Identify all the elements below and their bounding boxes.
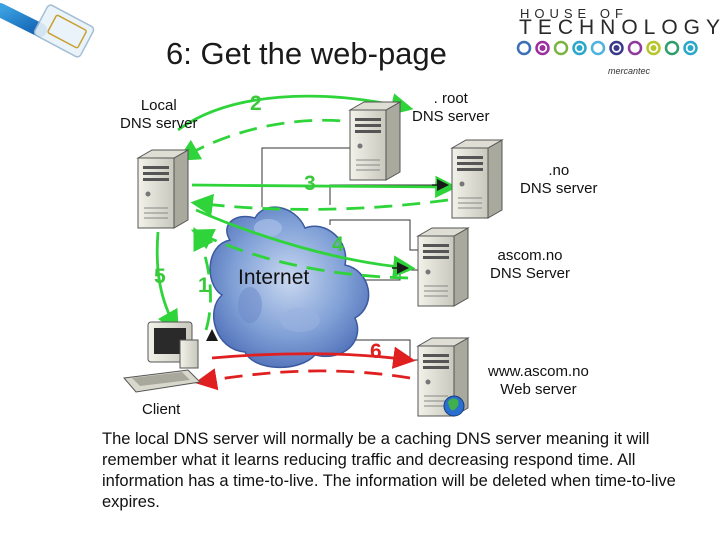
root-dns-label: . root DNS server xyxy=(412,90,490,126)
internet-cloud xyxy=(209,206,370,369)
ethernet-cable-icon xyxy=(0,3,95,58)
slide-title: 6: Get the web-page xyxy=(166,36,447,71)
step-number-6: 6 xyxy=(370,340,382,363)
logo-dot xyxy=(646,40,661,56)
arrow-step-2-reply xyxy=(177,118,369,161)
web-server-label-line1: www.ascom.no xyxy=(488,363,589,380)
link-arrows xyxy=(206,179,449,341)
step-number-1: 1 xyxy=(198,274,210,297)
web-arrows xyxy=(194,346,416,391)
step-number-4: 4 xyxy=(332,233,344,256)
logo-subline: mercantec xyxy=(608,66,651,76)
root-dns-label-line2: DNS server xyxy=(412,108,490,125)
local-dns-label-line1: Local xyxy=(140,97,177,114)
root-dns-label-line1: . root xyxy=(433,90,468,107)
arrow-step-6-request xyxy=(211,346,416,369)
globe-icon xyxy=(443,395,465,417)
logo-line1: HOUSE OF xyxy=(520,6,628,21)
logo-dot-center xyxy=(576,45,583,51)
client-label: Client xyxy=(142,401,181,418)
logo-dot xyxy=(516,40,532,56)
no-dns-server-icon xyxy=(450,139,504,219)
web-server-label: www.ascom.no Web server xyxy=(488,363,589,399)
description-text: The local DNS server will normally be a … xyxy=(102,430,676,511)
ascom-dns-label: ascom.no DNS Server xyxy=(490,247,570,283)
arrow-step-4-request xyxy=(195,208,416,278)
ascom-dns-label-line2: DNS Server xyxy=(490,265,571,282)
arrow-step-3-request xyxy=(191,175,458,198)
step-number-2: 2 xyxy=(250,92,262,115)
logo-line2: TECHNOLOGY xyxy=(519,16,720,39)
logo-dot xyxy=(683,40,698,56)
local-dns-label: Local DNS server xyxy=(120,97,198,133)
logo-dot xyxy=(609,40,624,56)
no-dns-label-line2: DNS server xyxy=(520,180,598,197)
logo-dot xyxy=(572,40,587,56)
logo-dot xyxy=(535,40,550,56)
local-dns-server-icon xyxy=(136,149,190,229)
client-computer-icon xyxy=(123,321,202,393)
web-server-label-line2: Web server xyxy=(500,381,577,398)
step-number-5: 5 xyxy=(154,265,166,288)
no-dns-label-line1: .no xyxy=(548,162,570,179)
internet-label: Internet xyxy=(238,266,310,289)
arrow-step-6-reply xyxy=(194,368,411,391)
ascom-dns-label-line1: ascom.no xyxy=(497,247,563,264)
logo-dot xyxy=(627,40,643,56)
arrow-step-3-reply xyxy=(190,193,449,217)
logo-dot-center xyxy=(687,45,694,51)
step-number-3: 3 xyxy=(304,172,316,195)
logo-dot-center xyxy=(613,45,620,51)
logo-dot xyxy=(553,40,569,56)
logo-dot-center xyxy=(539,45,546,51)
arrow-step-1 xyxy=(193,226,214,331)
no-dns-label: .no DNS server xyxy=(520,162,598,198)
arrow-step-5 xyxy=(155,231,179,333)
ascom-dns-server-icon xyxy=(416,227,470,307)
logo-dot xyxy=(664,40,680,56)
logo-dot-center xyxy=(650,45,657,51)
root-dns-server-icon xyxy=(348,101,402,181)
local-dns-label-line2: DNS server xyxy=(120,115,198,132)
arrow-step-4-reply xyxy=(190,228,409,280)
logo-dot xyxy=(590,40,606,56)
logo-dots xyxy=(516,40,698,56)
